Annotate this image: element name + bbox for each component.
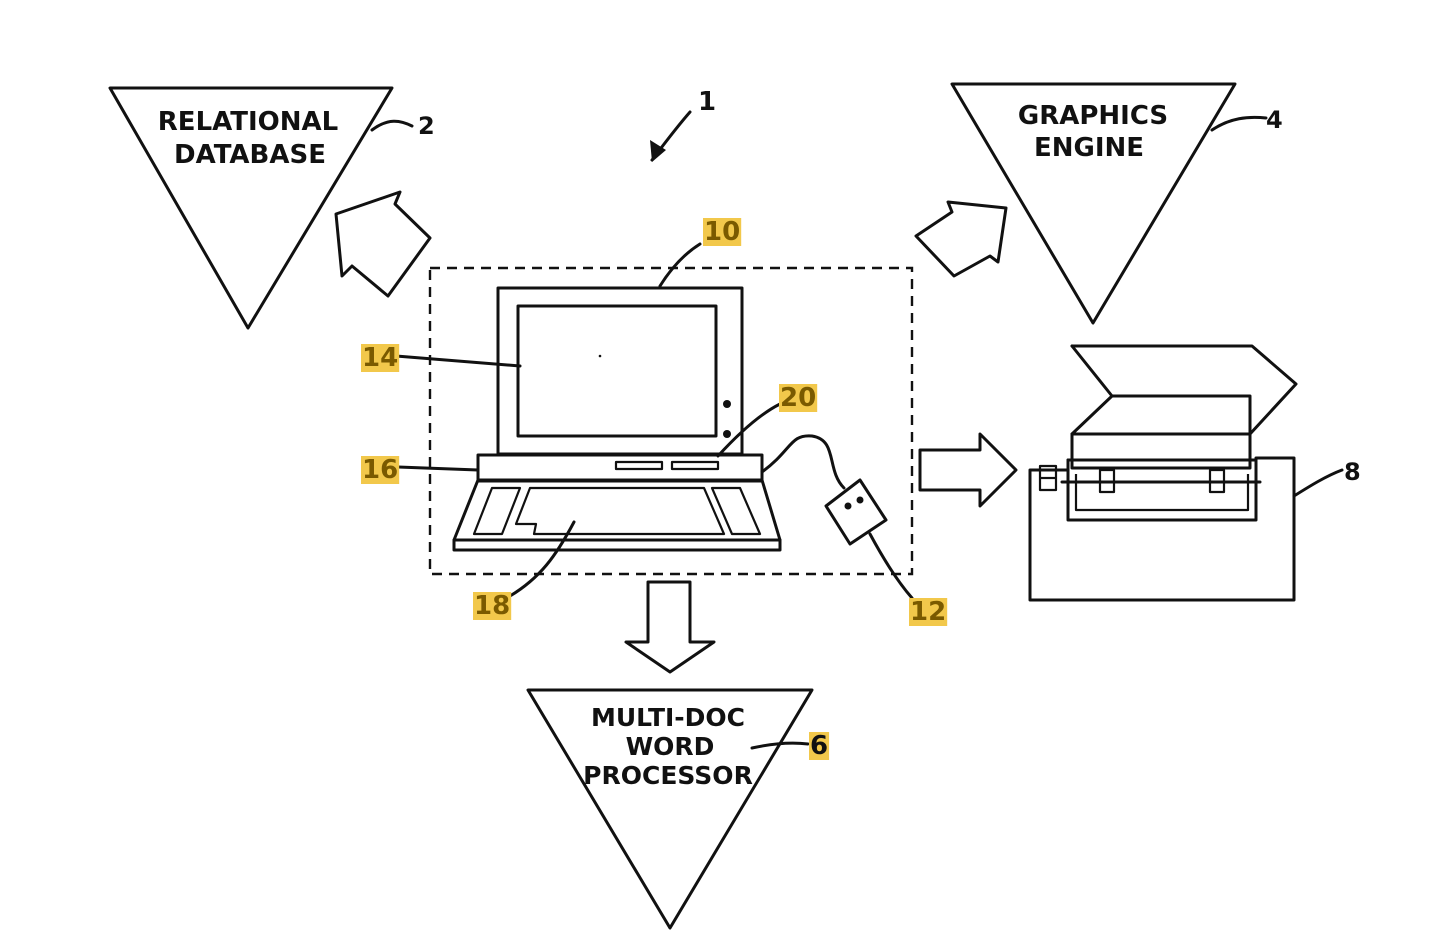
database-ref: 2 xyxy=(418,112,435,140)
ref-highlight xyxy=(703,218,742,246)
ref-highlight xyxy=(909,598,948,626)
word-processor-module: MULTI-DOC WORD PROCESSOR 6 xyxy=(526,688,830,930)
wp-label-line1: MULTI-DOC xyxy=(591,703,745,732)
computer-monitor xyxy=(496,286,744,456)
ref-highlight xyxy=(361,344,400,372)
system-ref-group: 1 xyxy=(650,87,716,162)
wp-label-line3: PROCESSOR xyxy=(583,761,753,790)
arrow-to-database xyxy=(334,190,432,298)
ref-14-group: 14 xyxy=(361,343,522,373)
workstation-ref: 10 xyxy=(704,217,740,247)
ref-10-group: 10 xyxy=(658,217,742,288)
computer-base-unit xyxy=(476,453,764,483)
graphics-label-line2: ENGINE xyxy=(1034,133,1144,163)
ref-8-group: 8 xyxy=(1292,458,1361,498)
mouse xyxy=(760,434,888,546)
graphics-engine-module: GRAPHICS ENGINE 4 xyxy=(950,82,1283,325)
drives-ref: 20 xyxy=(780,383,816,413)
keyboard-ref: 18 xyxy=(474,591,510,621)
mouse-ref: 12 xyxy=(910,597,946,627)
workstation-boundary xyxy=(428,266,914,576)
arrow-to-printer xyxy=(918,432,1018,508)
ref-16-group: 16 xyxy=(361,455,480,485)
printer xyxy=(1028,344,1298,602)
ref-highlight xyxy=(473,592,512,620)
ref-highlight xyxy=(361,456,400,484)
database-label-line2: DATABASE xyxy=(174,140,326,170)
wp-label-line2: WORD xyxy=(626,732,715,761)
ref-highlight xyxy=(779,384,818,412)
arrow-to-word-processor xyxy=(624,580,716,674)
ref-18-group: 18 xyxy=(473,520,576,621)
graphics-ref: 4 xyxy=(1266,106,1283,134)
arrow-to-graphics xyxy=(914,200,1008,278)
keyboard xyxy=(452,478,782,552)
relational-database-module: RELATIONAL DATABASE 2 xyxy=(108,86,435,330)
ref-20-group: 20 xyxy=(716,383,818,458)
printer-ref: 8 xyxy=(1344,458,1361,486)
ref-12-group: 12 xyxy=(868,532,948,627)
graphics-label-line1: GRAPHICS xyxy=(1018,101,1168,131)
wp-ref: 6 xyxy=(810,731,828,761)
ref-highlight xyxy=(809,732,830,760)
database-label-line1: RELATIONAL xyxy=(158,107,338,137)
base-ref: 16 xyxy=(362,455,398,485)
system-ref: 1 xyxy=(698,87,716,117)
display-ref: 14 xyxy=(362,343,398,373)
